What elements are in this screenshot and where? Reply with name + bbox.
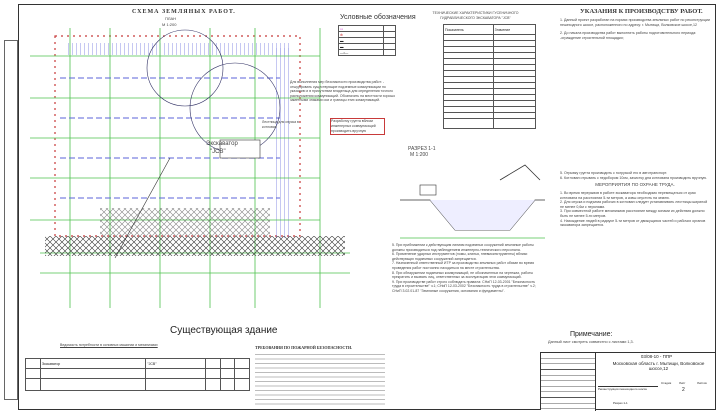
note-text: Данный лист смотреть совместно с листами… [548, 340, 634, 344]
fire-title: ТРЕБОВАНИЯ ПО ПОЖАРНОЙ БЕЗОПАСНОСТИ. [255, 345, 353, 350]
section-scale: М 1:200 [410, 152, 429, 158]
stamp-sheets-h: Листов [697, 381, 707, 385]
note-title: Примечание: [570, 331, 613, 338]
tech-col2: Значение [492, 24, 537, 35]
safety-4: 4. Нахождение людей в радиусе 5-ти метро… [560, 218, 706, 228]
section-drawing [400, 164, 545, 239]
instr-5: 5. Отрывку грунта производить с погрузко… [560, 171, 668, 176]
section-title: РАЗРЕЗ 1-1 [408, 146, 436, 152]
stamp-code: 03/08-10 - ППР [640, 354, 673, 359]
excavator-label: Экскаватор [206, 141, 238, 147]
instructions-text: 1. Данный проект разработан на нормах пр… [560, 18, 710, 228]
mat-row1: Экскаватор [39, 358, 147, 369]
note-6: 6. Применение ударных инструментов (ломы… [392, 252, 528, 261]
stamp-address: Московская область г. Мытищи, Волковское… [612, 361, 705, 371]
side-stamp [4, 40, 18, 400]
stamp-sheet-title: Разрез 1-1 [613, 401, 628, 405]
excavator-model: "JCB" [210, 149, 226, 155]
plan-subtitle: ПЛАН [165, 16, 177, 21]
note-8: 8. При обнаружении подземных коммуникаци… [392, 270, 534, 280]
stamp-work: Реконструкция пешеходного шоссе [598, 386, 658, 391]
instr-2: 2. До начала производства работ выполнит… [560, 31, 710, 172]
stamp-sheet: 2 [682, 387, 685, 393]
instructions-title: УКАЗАНИЯ К ПРОИЗВОДСТВУ РАБОТ. [580, 8, 703, 15]
instr-1: 1. Данный проект разработан на нормах пр… [560, 18, 710, 27]
plan-title: СХЕМА ЗЕМЛЯНЫХ РАБОТ. [132, 9, 236, 15]
safety-1: 1. Во время перерывов в работе экскавато… [560, 190, 696, 200]
legend-table: ▭⊕▬▬—•— [338, 25, 397, 56]
note-9: 9. При производстве работ строго соблюда… [392, 279, 536, 293]
note-7: 7. Назначенный ответственный ИТР за прои… [392, 261, 534, 270]
callout-manual: Разработку грунта вблизи инженерных комм… [330, 118, 385, 135]
safety-3: 3. При совместной работе механизмов расс… [560, 209, 705, 218]
safety-title: МЕРОПРИЯТИЯ ПО ОХРАНЕ ТРУДА. [595, 182, 675, 188]
callout-ladder: Лестница для спуска в котлован [262, 120, 299, 129]
mat-row1b: "JCB" [145, 358, 206, 369]
materials-title: Ведомость потребности в основных машинах… [60, 343, 158, 347]
existing-building-label: Существующая здание [170, 325, 278, 336]
title-block: 03/08-10 - ППР Московская область г. Мыт… [540, 352, 716, 411]
fire-text [255, 352, 385, 407]
legend-title: Условные обозначения [340, 14, 416, 21]
plan-drawing [30, 28, 350, 308]
legend-note: Для выполнения мер безопасности производ… [290, 80, 396, 102]
note-5: 5. При приближении к действующим линиям … [392, 243, 534, 252]
tech-col1: Показатель [443, 24, 494, 35]
notes-block: 5. При приближении к действующим линиям … [392, 243, 537, 294]
plan-scale: М 1:200 [162, 22, 177, 27]
drawing-frame [18, 4, 716, 410]
materials-table: Экскаватор"JCB" [25, 358, 250, 391]
stamp-stage-h: Стадия [661, 381, 672, 385]
tech-table-title: ТЕХНИЧЕСКИЕ ХАРАКТЕРИСТИКИ ГУСЕНИЧНОГО Г… [432, 11, 519, 20]
safety-2: 2. Для спуска и подъема рабочих в котлов… [560, 200, 708, 209]
instr-6: 6. Котлован отрывать с недобором 10см, з… [560, 175, 708, 180]
stamp-sheet-h: Лист [679, 381, 686, 385]
